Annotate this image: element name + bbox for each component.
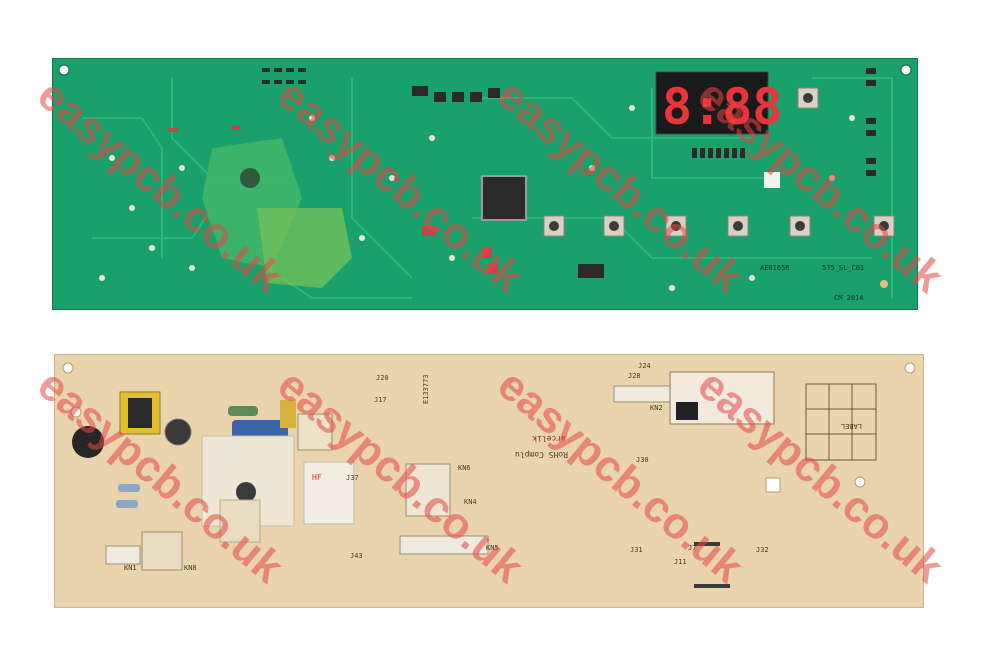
rev-code: 575_SL_C01 <box>822 264 864 272</box>
label-text: LABEL <box>841 422 862 430</box>
part-code: AE0165R <box>760 264 790 272</box>
conn-j31: J31 <box>630 546 643 554</box>
conn-j7: J7 <box>688 544 696 552</box>
conn-j37: J37 <box>346 474 359 482</box>
relay-text: HF <box>312 473 322 482</box>
brand-text: arcelik <box>532 434 566 443</box>
conn-j17: J17 <box>374 396 387 404</box>
conn-j43: J43 <box>350 552 363 560</box>
conn-kn2: KN2 <box>650 404 663 412</box>
conn-kn5: KN5 <box>486 544 499 552</box>
top-pcb-board: 8:88 <box>52 58 918 310</box>
conn-j32: J32 <box>756 546 769 554</box>
display-digits: 8:88 <box>662 78 782 136</box>
conn-j20: J20 <box>376 374 389 382</box>
conn-j11: J11 <box>674 558 687 566</box>
conn-j30: J30 <box>636 456 649 464</box>
conn-kn1: KN1 <box>124 564 137 572</box>
bottom-pcb-graphic: HF LABEL RoHS Complu arcelik E133773 J20… <box>54 354 924 608</box>
conn-j24: J24 <box>638 362 651 370</box>
bottom-pcb-board: HF LABEL RoHS Complu arcelik E133773 J20… <box>54 354 924 608</box>
conn-kn8: KN8 <box>184 564 197 572</box>
year-code: CM 2014 <box>834 294 864 302</box>
conn-kn6: KN6 <box>458 464 471 472</box>
top-pcb-graphic: 8:88 <box>52 58 918 310</box>
cert-code: E133773 <box>422 374 430 404</box>
conn-j28: J28 <box>628 372 641 380</box>
rohs-text: RoHS Complu <box>515 450 568 459</box>
conn-kn4: KN4 <box>464 498 477 506</box>
